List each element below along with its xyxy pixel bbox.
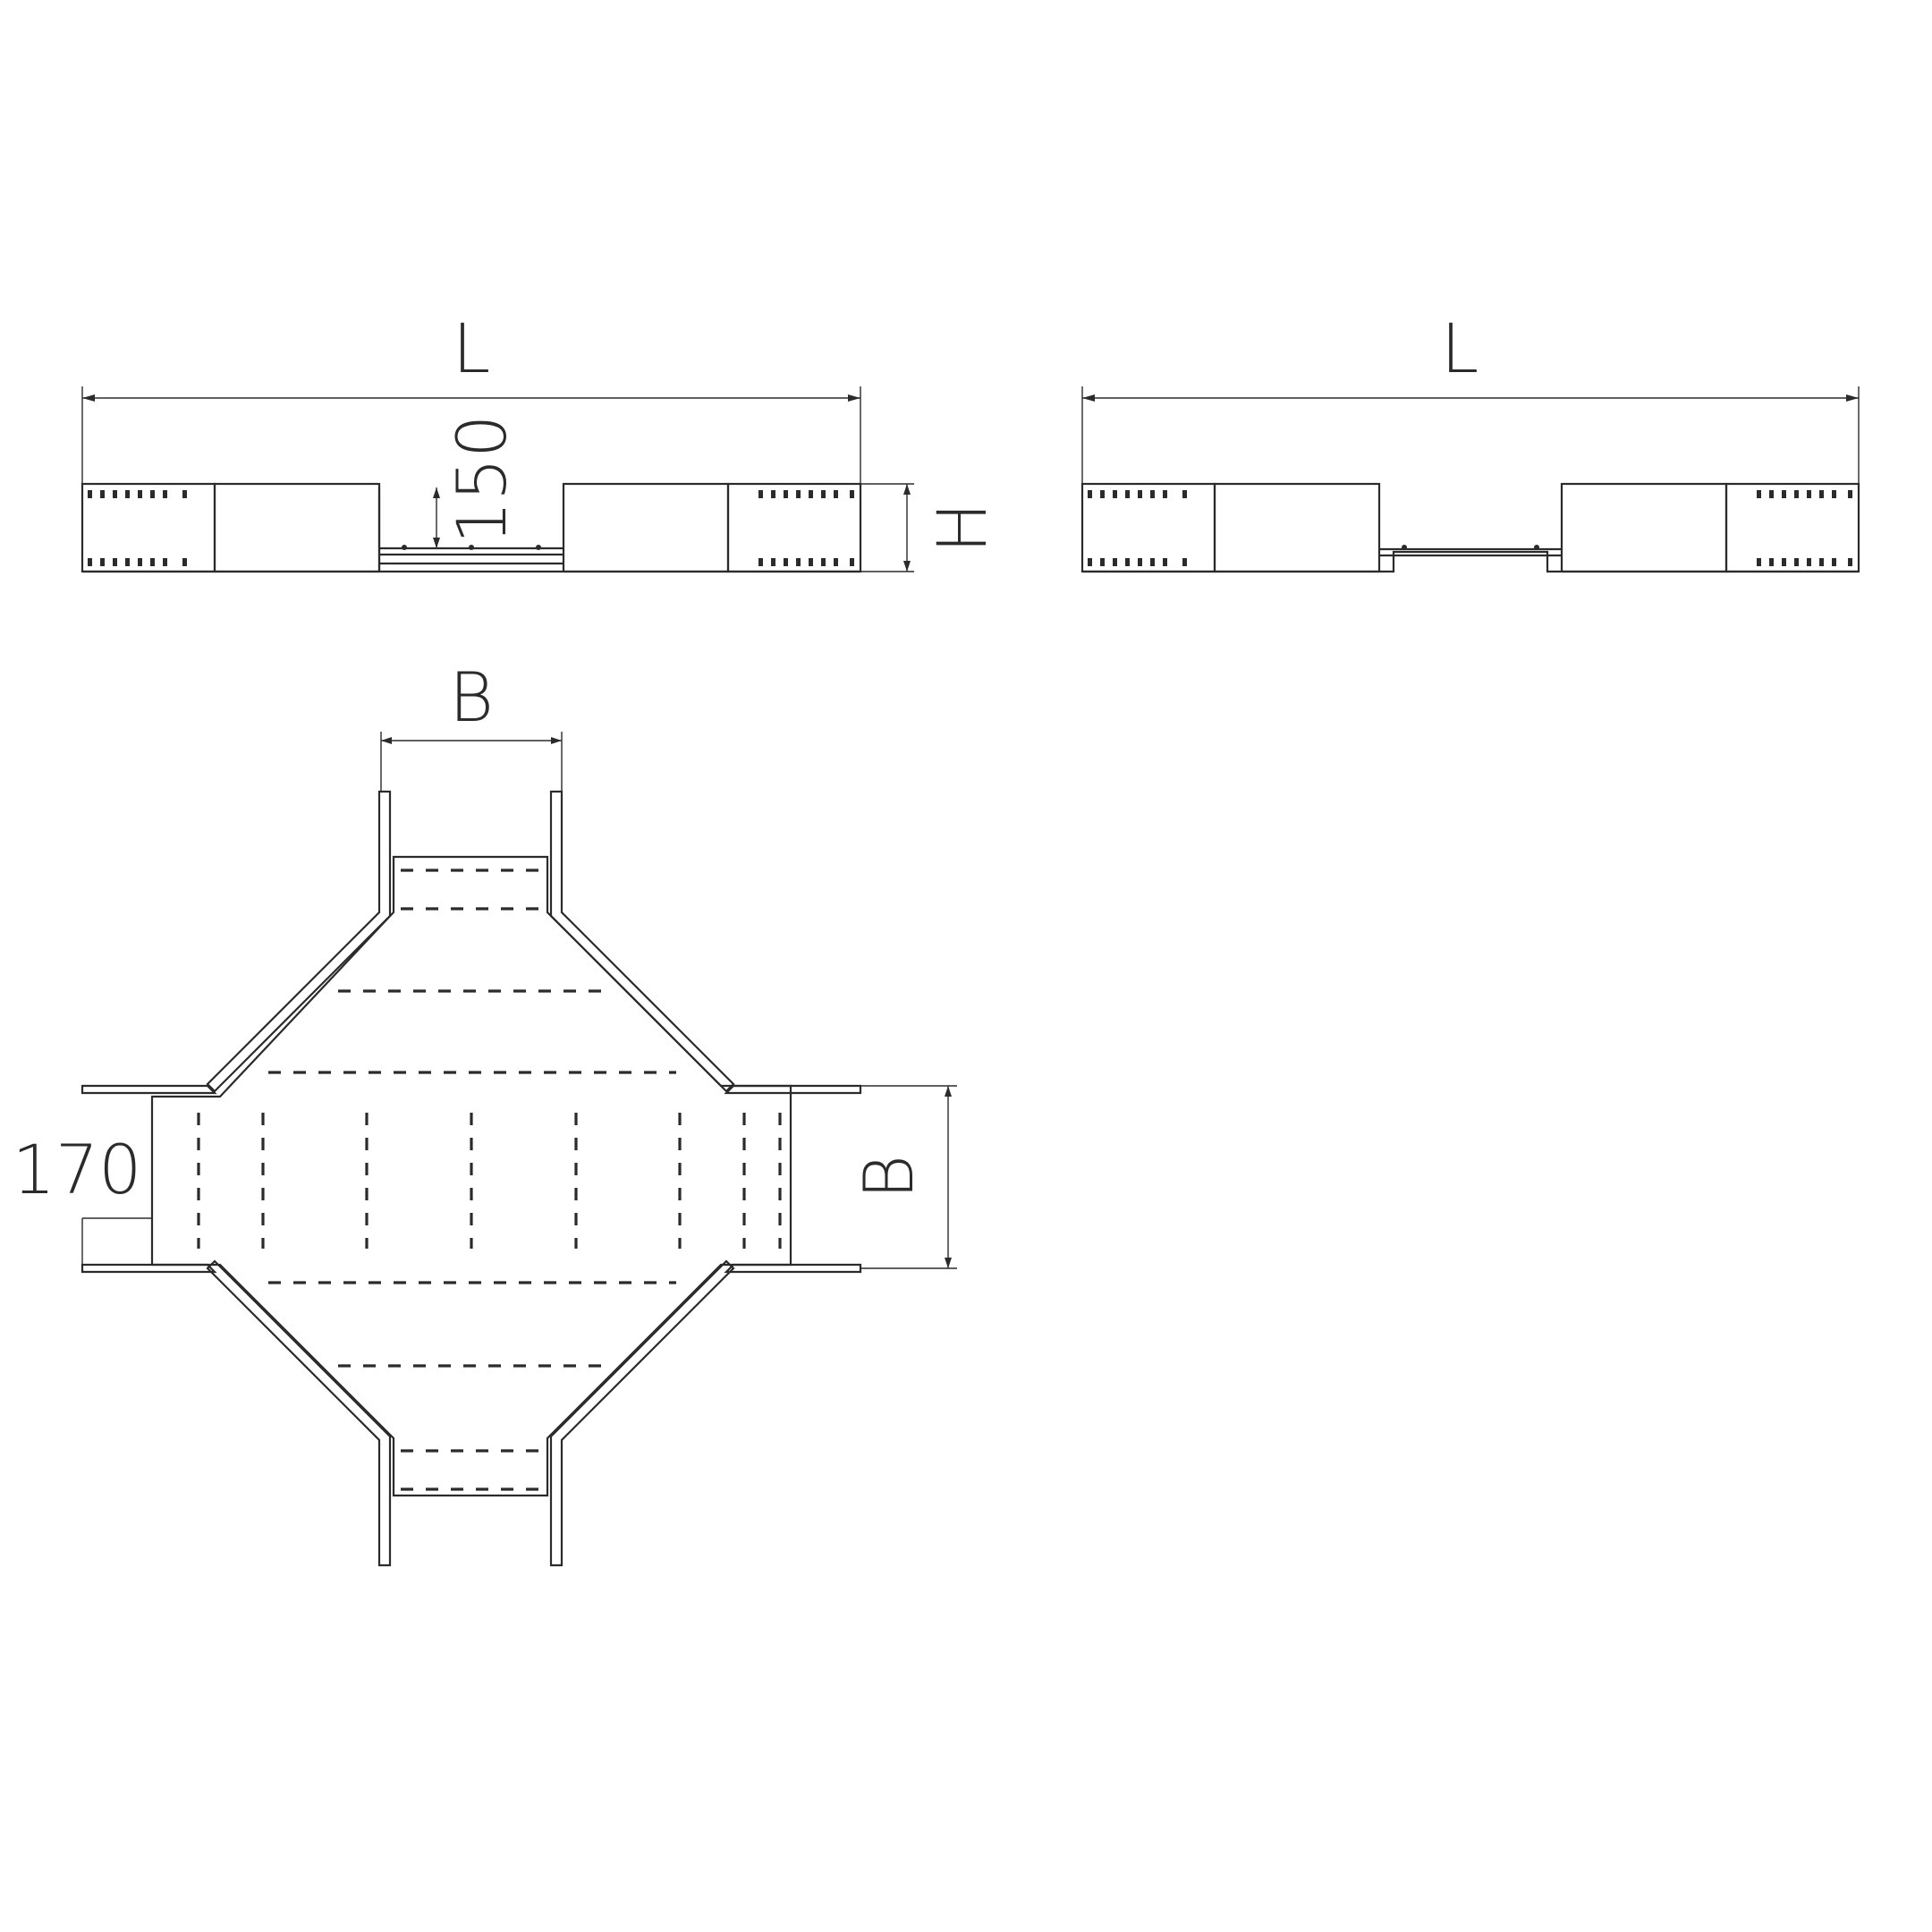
- front-perforation-left: [88, 490, 187, 566]
- left-arm-top-flange: [80, 1084, 217, 1095]
- front-perforation-right: [758, 490, 854, 566]
- front-right-cover: [562, 482, 730, 573]
- left-offset-dimension: 170: [12, 1130, 152, 1265]
- bottom-arm-right-wall: [549, 1259, 735, 1567]
- bottom-arm-left-wall: [206, 1259, 392, 1567]
- side-left-cover: [1213, 482, 1381, 573]
- right-width-label: B: [849, 1155, 928, 1199]
- front-bend-label: 150: [442, 414, 521, 544]
- side-length-label: L: [1441, 309, 1479, 388]
- front-middle-link: [379, 545, 564, 565]
- top-width-dimension: B: [380, 657, 563, 792]
- right-width-dimension: B: [849, 1085, 957, 1269]
- left-offset-label: 170: [12, 1130, 141, 1209]
- front-view: L: [80, 309, 1002, 573]
- right-arm-top-flange: [724, 1084, 862, 1095]
- top-arm-left-wall: [206, 790, 392, 1093]
- side-perforation-left: [1088, 490, 1187, 566]
- bottom-arm-slots: [401, 1449, 540, 1491]
- front-height-dimension: H: [860, 483, 1002, 572]
- side-middle-link: [1379, 545, 1562, 573]
- top-width-label: B: [449, 657, 494, 737]
- center-vertical-slots: [197, 1113, 782, 1249]
- front-left-cover: [213, 482, 381, 573]
- right-arm-bottom-flange: [724, 1263, 862, 1274]
- side-right-cover: [1560, 482, 1728, 573]
- side-view: L: [1080, 309, 1860, 573]
- plan-view: B: [12, 657, 957, 1567]
- left-arm-bottom-flange: [80, 1263, 217, 1274]
- side-length-dimension: L: [1081, 309, 1860, 487]
- front-length-dimension: L: [81, 309, 861, 487]
- front-length-label: L: [453, 309, 490, 388]
- front-bend-dimension: 150: [433, 414, 521, 548]
- top-arm-right-wall: [549, 790, 735, 1093]
- top-arm-slots: [401, 869, 540, 911]
- side-perforation-right: [1757, 490, 1852, 566]
- front-right-tray-segment: [726, 482, 862, 573]
- side-right-tray-segment: [1724, 482, 1860, 573]
- base-plate: [150, 855, 792, 1497]
- front-height-label: H: [922, 502, 1002, 553]
